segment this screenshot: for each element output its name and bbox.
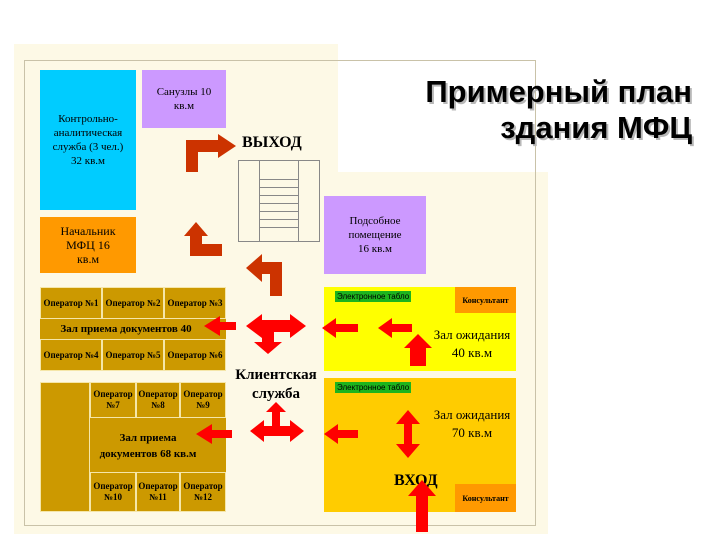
hall-bottom-side [40, 382, 90, 512]
cross-arrow-top [246, 314, 306, 354]
operator-6: Оператор №6 [164, 339, 226, 371]
exit-label: ВЫХОД [242, 134, 302, 151]
operator-1: Оператор №1 [40, 287, 102, 319]
utility-room: Подсобное помещение 16 кв.м [324, 196, 426, 274]
control-analytic-room: Контрольно-аналитическая служба (3 чел.)… [40, 70, 136, 210]
plan-title-line1: Примерный план [425, 74, 692, 109]
plan-title-line2: здания МФЦ [500, 110, 692, 145]
operator-10: Оператор №10 [90, 472, 136, 512]
operator-9: Оператор №9 [180, 382, 226, 418]
exit-arrow-middle [184, 222, 222, 256]
arrow-waiting-top-1 [322, 318, 358, 338]
hall-bottom-label: Зал приема документов 68 кв.м [99, 432, 197, 460]
control-analytic-label: Контрольно-аналитическая служба (3 чел.)… [52, 113, 124, 167]
sanitary-label: Санузлы 10 кв.м [156, 86, 212, 112]
plan-title: Примерный план здания МФЦ [425, 74, 692, 146]
staircase [238, 160, 320, 242]
operator-8: Оператор №8 [136, 382, 180, 418]
arrow-double-vertical [396, 410, 420, 458]
consultant-bottom: Консультант [455, 484, 516, 512]
exit-arrow-stairs [246, 254, 282, 296]
building-walls [24, 60, 536, 526]
cross-arrow-bottom [250, 402, 304, 442]
entrance-arrow [408, 480, 436, 532]
arrow-up-waiting [402, 346, 426, 366]
waiting-bottom-label: Зал ожидания 70 кв.м [433, 407, 511, 440]
arrow-to-hall-bottom [196, 424, 232, 444]
operator-7: Оператор №7 [90, 382, 136, 418]
electronic-board-bottom: Электронное табло [335, 382, 412, 393]
arrow-to-hall-top [204, 316, 236, 336]
client-service-label: Клиентская служба [235, 367, 317, 402]
consultant-top: Консультант [455, 287, 516, 313]
utility-label: Подсобное помещение 16 кв.м [348, 215, 402, 255]
sanitary-room: Санузлы 10 кв.м [142, 70, 226, 128]
arrow-waiting-bottom [324, 424, 358, 444]
waiting-top-label: Зал ожидания 40 кв.м [433, 327, 511, 360]
electronic-board-top: Электронное табло [335, 291, 412, 302]
entrance-label: ВХОД [394, 472, 438, 489]
operator-11: Оператор №11 [136, 472, 180, 512]
exit-arrow-top [186, 134, 236, 172]
operator-4: Оператор №4 [40, 339, 102, 371]
operator-12: Оператор №12 [180, 472, 226, 512]
operator-2: Оператор №2 [102, 287, 164, 319]
operator-3: Оператор №3 [164, 287, 226, 319]
operator-5: Оператор №5 [102, 339, 164, 371]
chief-label: Начальник МФЦ 16 кв.м [60, 224, 116, 266]
arrow-waiting-top-2 [378, 318, 412, 338]
chief-room: Начальник МФЦ 16 кв.м [40, 217, 136, 273]
